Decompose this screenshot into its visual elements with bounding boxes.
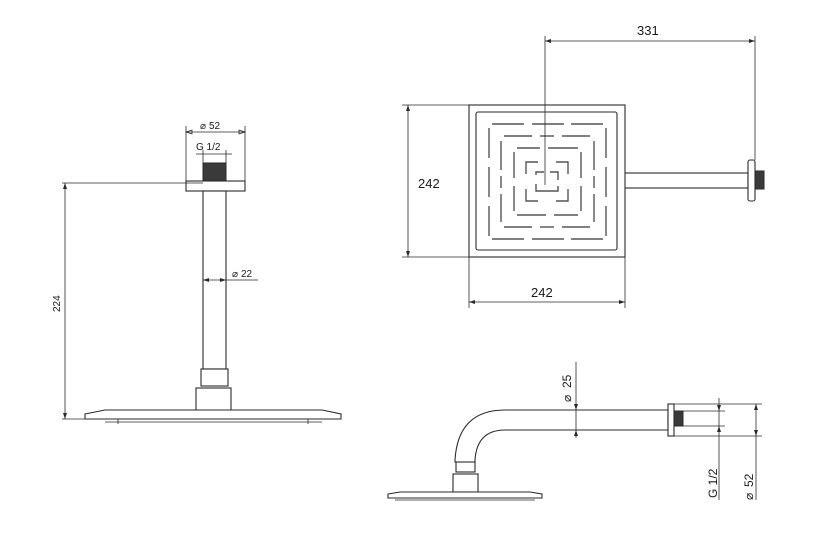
front-flange bbox=[185, 180, 246, 192]
front-pipe-dimension: ⌀ 22 bbox=[203, 269, 258, 282]
top-plate bbox=[468, 104, 626, 258]
side-pipe-dimension: ⌀ 25 bbox=[560, 362, 578, 438]
top-projection-dimension: 331 bbox=[544, 23, 756, 185]
side-thread-label: G 1/2 bbox=[706, 468, 720, 498]
nozzle-pattern bbox=[488, 123, 607, 240]
top-arm bbox=[623, 172, 749, 189]
side-joint bbox=[452, 473, 479, 493]
diameter-symbol: ⌀ bbox=[560, 395, 574, 402]
top-projection-label: 331 bbox=[637, 23, 659, 38]
front-joint bbox=[195, 387, 232, 413]
top-thread bbox=[754, 170, 765, 190]
front-height-dimension: 224 bbox=[52, 182, 203, 420]
top-depth-dimension: 242 bbox=[402, 104, 469, 258]
side-view: ⌀ 25 G 1/2 ⌀ 52 bbox=[387, 362, 762, 501]
top-depth-label: 242 bbox=[418, 176, 440, 191]
side-thread bbox=[673, 410, 684, 427]
front-thread-label: G 1/2 bbox=[196, 142, 221, 153]
top-width-label: 242 bbox=[531, 285, 553, 300]
diameter-symbol: ⌀ bbox=[232, 269, 238, 280]
side-flange-label: 52 bbox=[742, 473, 756, 487]
side-shower-head bbox=[387, 491, 543, 499]
diameter-symbol: ⌀ bbox=[742, 493, 756, 500]
front-view: ⌀ 52 G 1/2 224 ⌀ 22 bbox=[52, 121, 342, 424]
front-width-dimension: ⌀ 52 bbox=[184, 121, 247, 181]
side-thread-dimension: G 1/2 bbox=[683, 398, 725, 500]
side-arm bbox=[454, 409, 669, 463]
front-pipe-label: 22 bbox=[241, 269, 253, 280]
front-thread bbox=[202, 162, 227, 182]
top-flange bbox=[747, 159, 756, 202]
front-nut bbox=[200, 368, 229, 387]
diameter-symbol: ⌀ bbox=[200, 121, 206, 132]
side-pipe-label: 25 bbox=[560, 374, 574, 388]
side-flange-dimension: ⌀ 52 bbox=[674, 403, 762, 500]
front-shower-head bbox=[84, 409, 342, 420]
side-nut bbox=[455, 461, 476, 473]
front-width-label: 52 bbox=[209, 121, 221, 132]
top-view: 331 242 242 bbox=[402, 23, 765, 308]
front-thread-dimension: G 1/2 bbox=[196, 142, 232, 163]
side-flange bbox=[667, 403, 675, 437]
top-width-dimension: 242 bbox=[468, 257, 626, 308]
front-height-label: 224 bbox=[52, 295, 63, 312]
